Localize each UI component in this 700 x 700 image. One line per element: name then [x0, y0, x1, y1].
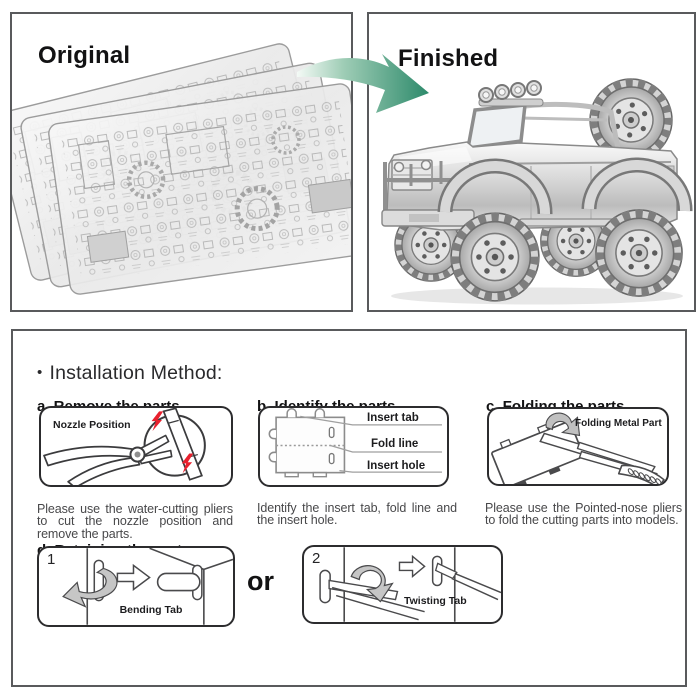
- insert-hole-label: Insert hole: [367, 460, 426, 472]
- windshield: [465, 103, 527, 151]
- bent-tab: [156, 572, 201, 592]
- insert-tabs: [284, 471, 328, 478]
- bending-tab-label: Bending Tab: [119, 604, 183, 616]
- folding-pliers-illustration: [491, 412, 665, 484]
- insert-hole: [328, 426, 335, 439]
- step-arrow-icon: [116, 563, 151, 592]
- insert-hole: [328, 452, 335, 465]
- option1-number: 1: [47, 551, 56, 568]
- folding-metal-part-label: Folding Metal Part: [575, 418, 662, 429]
- pliers: [43, 434, 173, 485]
- pliers-handle: [451, 572, 501, 601]
- twisting-tab-illustration: [319, 547, 501, 622]
- step-b-diagram-box: Insert tab Fold line Insert hole: [258, 406, 449, 487]
- step-d-option2-box: 2 Twisting Tab: [302, 545, 503, 624]
- step-b-caption: Identify the insert tab, fold line and t…: [257, 500, 457, 528]
- installation-method-title: • Installation Method:: [37, 362, 223, 385]
- fold-arrow-icon: [545, 412, 581, 437]
- step-c-diagram-box: Folding Metal Part: [487, 407, 669, 486]
- fold-line-label: Fold line: [371, 438, 419, 450]
- part-anatomy-illustration: [268, 408, 442, 478]
- ground-shadow: [391, 287, 683, 305]
- leader-lines: [300, 415, 442, 473]
- twisting-tab-label: Twisting Tab: [404, 595, 467, 607]
- nozzle-position-label: Nozzle Position: [53, 419, 131, 431]
- panel-edges: [86, 548, 233, 625]
- step-d-option1-box: 1 Bending Tab: [37, 546, 235, 627]
- light-bar: [478, 98, 544, 107]
- installation-panel: •Installation Method: a. Remove the part…: [11, 329, 687, 687]
- insert-tab-label: Insert tab: [367, 412, 419, 424]
- pointed-nose-pliers: [576, 441, 665, 484]
- step-arrow-icon: [398, 554, 426, 578]
- grip-texture: [627, 468, 662, 484]
- original-title: Original: [38, 41, 131, 69]
- finished-panel: Finished: [367, 12, 696, 312]
- transform-arrow-icon: [297, 54, 429, 113]
- sprue-strip: [162, 408, 203, 481]
- bending-tab-illustration: [62, 548, 233, 625]
- step-a-diagram-box: Nozzle Position: [39, 406, 233, 487]
- fender-flares: [437, 157, 693, 215]
- twist-arrow-icon: [350, 565, 394, 603]
- or-separator: or: [247, 566, 274, 596]
- finished-title: Finished: [398, 44, 499, 72]
- step-c-caption: Please use the Pointed-nose pliers to fo…: [485, 500, 682, 528]
- cutting-pliers-illustration: [43, 408, 206, 485]
- original-panel: Original: [10, 12, 353, 312]
- step-a-caption: Please use the water-cutting pliers to c…: [37, 501, 233, 542]
- cut-spark-icon: [151, 411, 164, 431]
- roll-cage: [465, 80, 622, 155]
- bullet-icon: •: [37, 364, 43, 381]
- option2-number: 2: [312, 550, 321, 567]
- metal-part: [268, 408, 346, 478]
- installation-method-title-text: Installation Method:: [49, 362, 223, 384]
- finished-model-illustration: [381, 14, 694, 310]
- bend-arrow-icon: [62, 567, 118, 608]
